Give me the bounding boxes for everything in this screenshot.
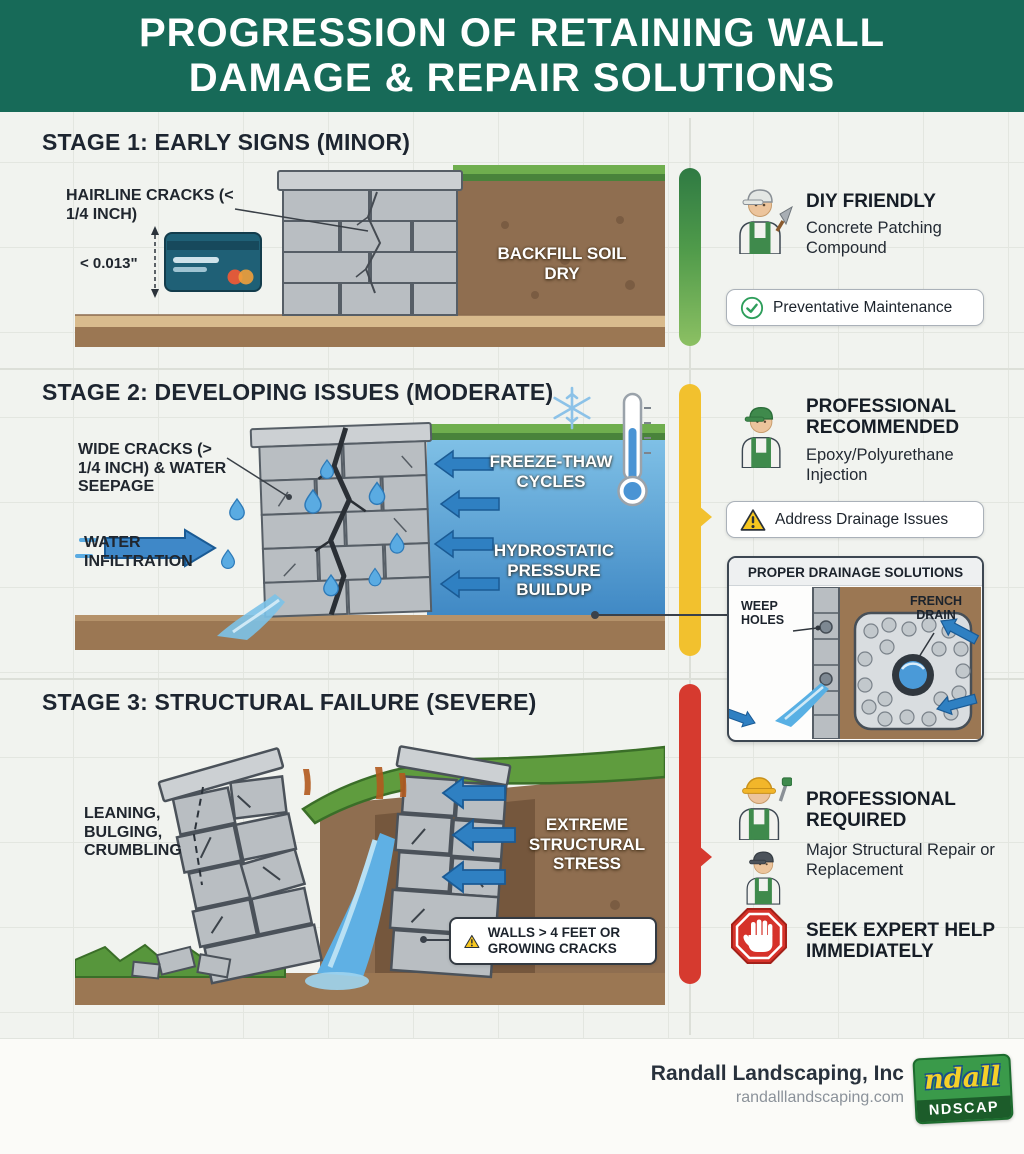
stage3-ground — [75, 973, 665, 1005]
french-drain-trench — [853, 611, 973, 731]
stage1-solution-desc: Concrete Patching Compound — [806, 219, 942, 258]
hydrostatic-label: HYDROSTATIC PRESSURE BUILDUP — [493, 541, 615, 600]
hand-glyph — [743, 919, 773, 952]
hardhat-worker-icon — [738, 777, 792, 840]
stage1-ground — [75, 314, 665, 347]
stage3-wall-left — [157, 747, 324, 985]
professional-worker-icon — [741, 406, 781, 468]
warning-connector-dot — [420, 936, 427, 943]
header-banner: PROGRESSION OF RETAINING WALL DAMAGE & R… — [0, 0, 1024, 112]
severity-bar-minor — [679, 168, 701, 346]
rust-stains — [303, 767, 407, 799]
drainage-connector-line — [597, 614, 727, 616]
footer — [0, 1038, 1024, 1154]
stage1-callout-hairline-cracks: HAIRLINE CRACKS (< 1/4 INCH) — [66, 187, 234, 223]
stage2-solution-title: PROFESSIONAL RECOMMENDED — [806, 396, 960, 439]
snowflake-icon — [553, 386, 591, 430]
severity-bar-severe-pointer — [699, 846, 712, 868]
severity-bar-moderate-pointer — [699, 506, 712, 528]
weep-hole-upper — [819, 620, 833, 634]
address-drainage-badge: Address Drainage Issues — [726, 501, 984, 538]
drainage-label-lines — [792, 625, 935, 661]
stage3-expert-label: SEEK EXPERT HELP IMMEDIATELY — [806, 920, 995, 963]
stage1-wall — [277, 170, 463, 316]
divider-stage1-stage2 — [0, 368, 1024, 370]
diy-worker-icon — [739, 189, 793, 254]
drainage-panel-title: PROPER DRAINAGE SOLUTIONS — [729, 558, 982, 586]
walls-warning-label: WALLS > 4 FEET OR GROWING CRACKS — [487, 924, 621, 956]
weep-holes-label: WEEP HOLES — [741, 599, 785, 628]
credit-card-icon — [164, 232, 262, 292]
severity-bar-moderate — [679, 384, 701, 656]
stage3-solution-desc: Major Structural Repair or Replacement — [806, 841, 995, 880]
footer-company-name: Randall Landscaping, Inc — [650, 1062, 904, 1085]
waterfall — [305, 833, 395, 990]
stage1-backfill-soil — [453, 165, 665, 317]
fallen-blocks — [131, 945, 232, 980]
stage2-callout-infiltration: WATER INFILTRATION — [84, 534, 193, 570]
stage2-illustration — [75, 422, 665, 650]
warning-triangle-icon — [464, 934, 480, 948]
preventative-maintenance-badge: Preventative Maintenance — [726, 289, 984, 326]
stage3-title: STAGE 3: STRUCTURAL FAILURE (SEVERE) — [42, 689, 537, 715]
freeze-thaw-label: FREEZE-THAW CYCLES — [489, 452, 613, 491]
logo-script-area: ndall — [914, 1056, 1010, 1101]
stop-hand-icon — [731, 908, 787, 964]
stage2-title: STAGE 2: DEVELOPING ISSUES (MODERATE) — [42, 379, 554, 405]
warning-connector-line — [425, 939, 449, 941]
company-logo: ndall NDSCAP — [912, 1053, 1014, 1125]
stress-arrows — [441, 776, 516, 894]
warning-triangle-icon — [740, 508, 766, 531]
stage1-illustration — [75, 165, 665, 347]
stage2-wall — [249, 422, 433, 618]
stage2-grass — [427, 424, 665, 440]
stage2-callout-wide-cracks: WIDE CRACKS (> 1/4 INCH) & WATER SEEPAGE — [78, 441, 227, 496]
drainage-wall — [812, 587, 840, 739]
stage3-solution-title: PROFESSIONAL REQUIRED — [806, 789, 956, 832]
stage1-callout-line — [234, 208, 369, 232]
weep-hole-lower — [819, 672, 833, 686]
drainage-connector-dot — [591, 611, 599, 619]
drainage-illustration — [729, 587, 981, 739]
page-title-line1: PROGRESSION OF RETAINING WALL — [138, 11, 886, 56]
infiltration-arrow — [75, 528, 217, 568]
stage1-solution-title: DIY FRIENDLY — [806, 191, 936, 212]
walls-warning-badge: WALLS > 4 FEET OR GROWING CRACKS — [449, 917, 657, 965]
hairline-crack — [355, 191, 382, 294]
preventative-maintenance-label: Preventative Maintenance — [773, 298, 953, 316]
weep-spray — [729, 683, 829, 728]
stage1-measurement: < 0.013" — [80, 255, 138, 272]
thermometer-icon — [617, 392, 651, 507]
stage3-illustration — [75, 745, 665, 1005]
drainage-panel: PROPER DRAINAGE SOLUTIONS — [727, 556, 984, 742]
measurement-arrow-icon — [151, 226, 159, 298]
stage3-callout-leaning: LEANING, BULGING, CRUMBLING — [84, 805, 182, 860]
page-title-line2: DAMAGE & REPAIR SOLUTIONS — [188, 56, 836, 100]
stage2-ground — [75, 615, 665, 650]
check-circle-icon — [740, 296, 764, 319]
stress-label: EXTREME STRUCTURAL STRESS — [528, 815, 646, 874]
address-drainage-label: Address Drainage Issues — [775, 510, 949, 528]
footer-website: randalllandscaping.com — [735, 1089, 904, 1106]
stage1-backfill-label: BACKFILL SOIL DRY — [497, 244, 627, 283]
seepage-spray — [217, 594, 285, 640]
lean-indicator-line — [192, 786, 204, 886]
footer-text-block: Randall Landscaping, Inc randalllandscap… — [651, 1062, 904, 1107]
logo-banner-text: NDSCAP — [916, 1095, 1012, 1123]
severity-bar-severe — [679, 684, 701, 984]
drain-flow-arrows — [935, 618, 980, 716]
logo-script-text: ndall — [923, 1060, 1002, 1096]
divider-stage2-stage3 — [0, 678, 1024, 680]
stage2-solution-desc: Epoxy/Polyurethane Injection — [806, 446, 954, 485]
stage1-title: STAGE 1: EARLY SIGNS (MINOR) — [42, 129, 411, 155]
french-drain-label: FRENCH DRAIN — [909, 594, 963, 623]
repair-worker-icon — [746, 851, 781, 905]
pressure-arrows — [433, 449, 500, 599]
